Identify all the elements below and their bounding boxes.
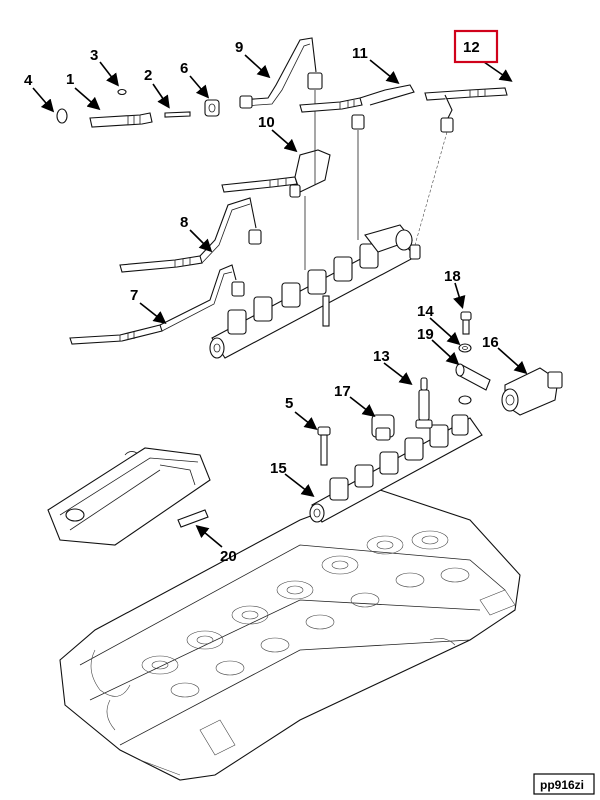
callout-10: 10: [258, 114, 275, 131]
callout-18: 18: [444, 268, 461, 285]
callout-7: 7: [130, 287, 138, 304]
callout-19: 19: [417, 326, 434, 343]
injector-line-part-7: [69, 264, 245, 345]
valve-cover: [47, 447, 211, 546]
callout-17: 17: [334, 383, 351, 400]
callout-9: 9: [235, 39, 243, 56]
bolt-part-5: [317, 426, 331, 466]
pressure-regulator-part-16: [501, 367, 563, 416]
callout-3: 3: [90, 47, 98, 64]
callout-14: 14: [417, 303, 434, 320]
sleeve-part-19: [455, 363, 491, 405]
washer-part-3: [117, 88, 127, 96]
callout-6: 6: [180, 60, 188, 77]
figure-code-label: pp916zi: [540, 778, 584, 792]
callout-4: 4: [24, 72, 33, 89]
highlight-box-callout-12: [453, 29, 499, 64]
callout-5: 5: [285, 395, 293, 412]
upper-fuel-rail: [209, 224, 421, 359]
injector-part-1: [89, 112, 153, 128]
leader-lines: [32, 54, 528, 548]
fuel-rail-part-15: [309, 414, 483, 523]
injector-line-part-10: [221, 149, 331, 270]
callout-15: 15: [270, 460, 287, 477]
seal-ring-part-14: [458, 343, 472, 353]
callout-8: 8: [180, 214, 188, 231]
callout-12: 12: [463, 39, 480, 56]
injector-line-part-9: [239, 37, 323, 185]
gasket-part-20: [177, 509, 209, 528]
callout-2: 2: [144, 67, 152, 84]
bolt-part-18: [460, 311, 472, 335]
injector-line-part-11: [299, 84, 415, 240]
callout-labels: 1 2 3 4 5 6 7 8 9 10 11 12 13 14 15 16 1…: [24, 39, 499, 565]
callout-13: 13: [373, 348, 390, 365]
injector-line-part-8: [119, 197, 262, 273]
callout-20: 20: [220, 548, 237, 565]
pin-part-2: [164, 111, 191, 118]
nut-part-6: [204, 95, 253, 117]
figure-code-box: pp916zi: [533, 773, 595, 795]
callout-11: 11: [352, 45, 368, 62]
injector-line-part-12: [414, 87, 508, 246]
pressure-valve-part-13: [415, 377, 433, 429]
callout-16: 16: [482, 334, 499, 351]
sensor-part-17: [371, 414, 395, 441]
callout-1: 1: [66, 71, 74, 88]
seal-part-4: [56, 108, 68, 124]
